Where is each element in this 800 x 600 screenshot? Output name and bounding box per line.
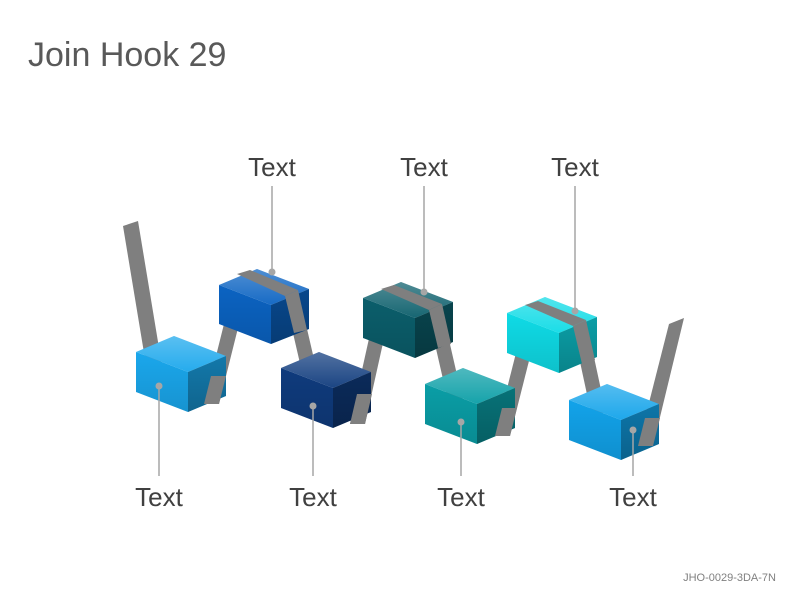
callout-label-bottom-3: Text [437, 482, 485, 512]
slide-title: Join Hook 29 [28, 36, 227, 74]
strap-down-cube-6 [573, 320, 595, 364]
band-on-cube-4 [381, 285, 442, 310]
callout-dot-top-2 [420, 288, 428, 296]
slide-code: JHO-0029-3DA-7N [683, 572, 776, 584]
callout-label-bottom-2: Text [289, 482, 337, 512]
strap-down-cube-4 [429, 304, 451, 348]
band-on-cube-6 [525, 301, 586, 326]
cube-1 [136, 336, 226, 412]
band-on-cube-2 [237, 270, 298, 296]
callout-label-top-2: Text [400, 152, 448, 182]
callout-dot-bottom-1 [155, 382, 163, 390]
callout-label-bottom-4: Text [609, 482, 657, 512]
callout-dot-top-3 [571, 307, 579, 315]
callout-dot-bottom-2 [309, 402, 317, 410]
strap-left-end [123, 221, 162, 371]
callout-label-top-3: Text [551, 152, 599, 182]
callout-dot-bottom-3 [457, 418, 465, 426]
strap-over-cube-5 [495, 408, 517, 436]
strap-over-cube-3 [350, 394, 372, 424]
callout-label-top-1: Text [248, 152, 296, 182]
callout-dot-bottom-4 [629, 426, 637, 434]
strap-over-cube-7 [638, 418, 660, 446]
callout-dot-top-1 [268, 268, 276, 276]
callout-lines [155, 186, 637, 476]
strap-down-cube-2 [285, 290, 307, 333]
strap-over-cube-1 [204, 376, 226, 404]
callout-label-bottom-1: Text [135, 482, 183, 512]
